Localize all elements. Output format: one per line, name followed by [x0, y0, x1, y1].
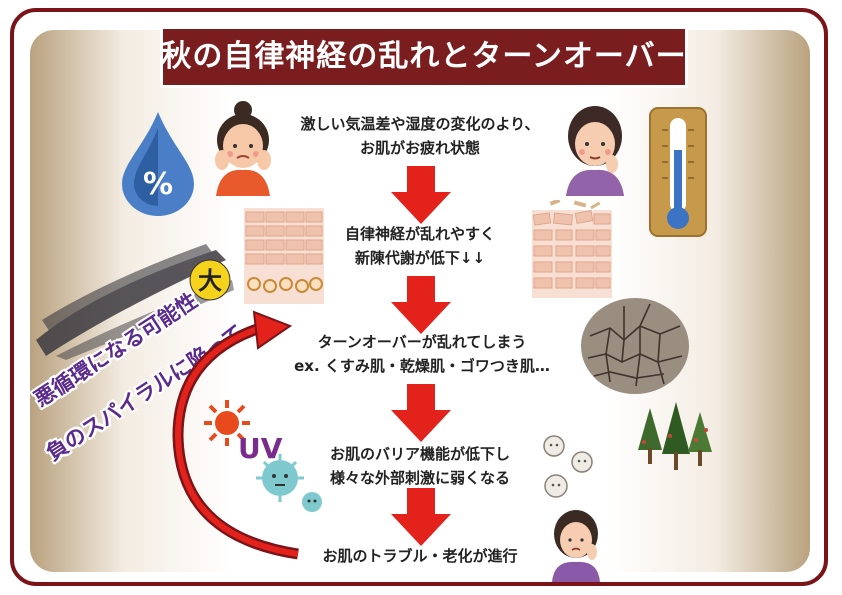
page-title: 秋の自律神経の乱れとターンオーバー	[160, 26, 688, 88]
step-2-line2: 新陳代謝が低下↓↓	[354, 249, 486, 267]
humidity-drop-icon: %	[122, 112, 194, 216]
dark-smudge-decoration	[36, 244, 234, 360]
worried-woman-icon	[566, 106, 624, 196]
humidity-percent-label: %	[143, 167, 173, 202]
dust-particles-icon	[543, 435, 593, 498]
step-4-line2: 様々な外部刺激に弱くなる	[329, 469, 510, 487]
big-badge-icon: 大	[189, 259, 231, 301]
step-1: 激しい気温差や湿度の変化のより、 お肌がお疲れ状態	[270, 112, 570, 160]
uv-label: UV	[238, 432, 283, 465]
feedback-cycle-arrow	[172, 310, 299, 560]
sun-icon	[204, 400, 250, 446]
step-3-line2: ex. くすみ肌・乾燥肌・ゴワつき肌…	[294, 357, 550, 375]
rough-skin-layers-icon	[532, 200, 612, 298]
trees-icon	[638, 402, 712, 470]
step-2-line1: 自律神経が乱れやすく	[344, 225, 495, 243]
step-3-line1: ターンオーバーが乱れてしまう	[317, 333, 527, 351]
step-5: お肌のトラブル・老化が進行	[300, 544, 540, 568]
step-1-line2: お肌がお疲れ状態	[359, 139, 480, 157]
step-5-line1: お肌のトラブル・老化が進行	[322, 547, 518, 565]
down-arrow-1	[391, 166, 451, 224]
step-1-line1: 激しい気温差や湿度の変化のより、	[300, 115, 540, 133]
healthy-skin-layers-icon	[244, 208, 324, 304]
step-4: お肌のバリア機能が低下し 様々な外部刺激に弱くなる	[300, 442, 540, 490]
big-badge-label: 大	[198, 267, 222, 295]
down-arrow-3	[391, 384, 451, 442]
step-2: 自律神経が乱れやすく 新陳代謝が低下↓↓	[320, 222, 520, 270]
step-3: ターンオーバーが乱れてしまう ex. くすみ肌・乾燥肌・ゴワつき肌…	[262, 330, 582, 378]
troubled-woman-icon	[552, 510, 600, 582]
cracked-dry-ground-icon	[581, 298, 689, 394]
germ-icon	[256, 454, 322, 512]
thermometer-icon	[649, 107, 707, 237]
step-4-line1: お肌のバリア機能が低下し	[329, 445, 510, 463]
tired-woman-icon	[215, 101, 271, 196]
down-arrow-2	[391, 276, 451, 334]
down-arrow-4	[391, 488, 451, 546]
